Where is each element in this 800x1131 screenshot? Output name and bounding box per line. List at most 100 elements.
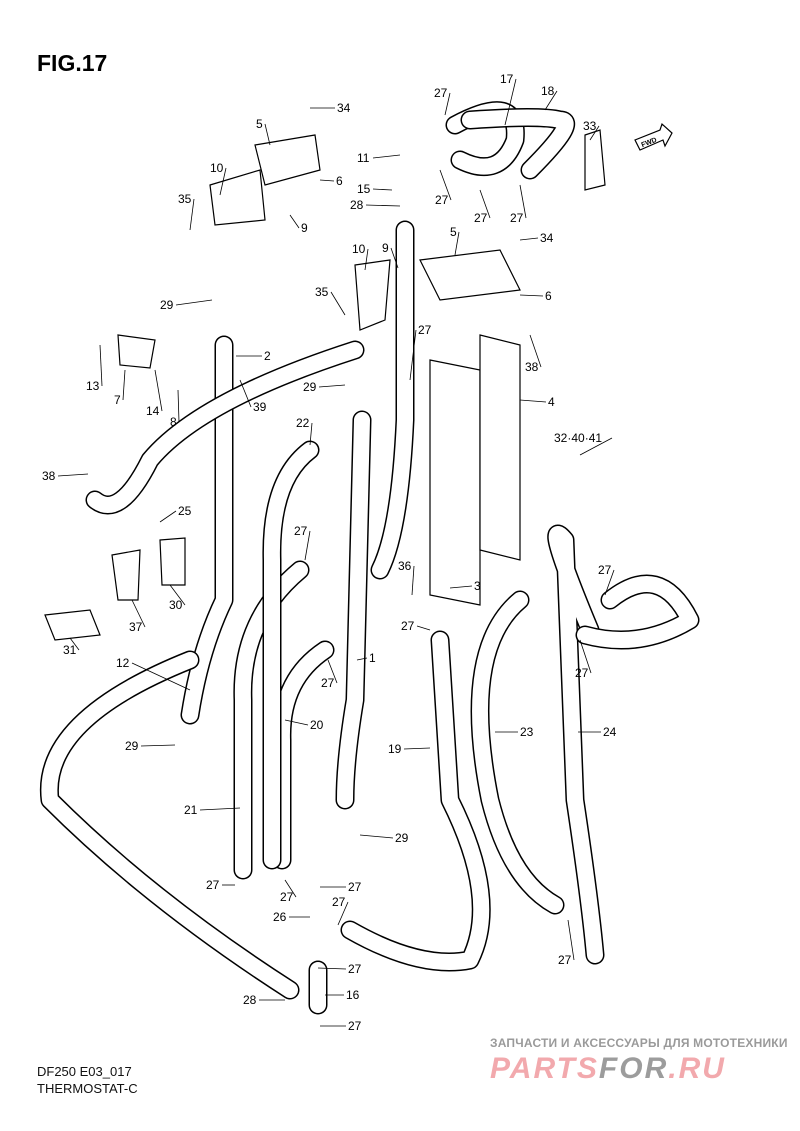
hose-19 xyxy=(340,630,491,972)
leader-line xyxy=(579,437,613,456)
callout-label-29: 29 xyxy=(303,380,317,394)
leader-line xyxy=(175,299,213,306)
clip-37 xyxy=(111,549,141,601)
leader-line xyxy=(416,625,431,631)
callout-label-28: 28 xyxy=(243,993,257,1007)
callout-label-19: 19 xyxy=(388,742,402,756)
leader-line xyxy=(567,919,575,961)
leader-line xyxy=(284,719,309,726)
leader-line xyxy=(154,369,163,412)
callout-label-27: 27 xyxy=(280,890,294,904)
callout-label-38: 38 xyxy=(42,469,56,483)
callout-label-35: 35 xyxy=(315,285,329,299)
callout-label-25: 25 xyxy=(178,504,192,518)
leader-line xyxy=(504,78,517,126)
callout-label-27: 27 xyxy=(294,524,308,538)
callout-label-6: 6 xyxy=(336,174,343,188)
callout-label-35: 35 xyxy=(178,192,192,206)
leader-line xyxy=(390,247,399,269)
leader-line xyxy=(69,637,80,651)
callout-label-10: 10 xyxy=(352,242,366,256)
leader-line xyxy=(289,214,300,229)
leader-line xyxy=(159,510,177,523)
callout-label-29: 29 xyxy=(395,831,409,845)
section-name: THERMOSTAT-C xyxy=(37,1081,138,1096)
callout-label-27: 27 xyxy=(558,953,572,967)
figure-title: FIG.17 xyxy=(37,50,108,76)
leader-line xyxy=(519,399,547,403)
callout-label-34: 34 xyxy=(337,101,351,115)
callout-label-2: 2 xyxy=(264,349,271,363)
leader-line xyxy=(264,123,271,146)
leader-line xyxy=(304,530,311,561)
callout-label-5: 5 xyxy=(256,117,263,131)
callout-label-36: 36 xyxy=(398,559,412,573)
leader-line xyxy=(403,747,431,750)
callout-label-12: 12 xyxy=(116,656,130,670)
callout-label-33: 33 xyxy=(583,119,597,133)
fwd-arrow: FWD xyxy=(634,122,673,151)
leader-line xyxy=(519,184,527,219)
callout-label-20: 20 xyxy=(310,718,324,732)
leader-line xyxy=(479,189,491,219)
callout-label-18: 18 xyxy=(541,84,555,98)
fwd-arrow-icon xyxy=(634,122,673,151)
hose-fill xyxy=(372,222,413,578)
callout-label-30: 30 xyxy=(169,598,183,612)
callout-label-10: 10 xyxy=(210,161,224,175)
callout-label-24: 24 xyxy=(603,725,617,739)
footer: DF250 E03_017 THERMOSTAT-C xyxy=(37,1063,138,1097)
leader-line xyxy=(604,569,615,596)
hose-fill xyxy=(234,562,308,878)
callout-label-16: 16 xyxy=(346,988,360,1002)
leader-line xyxy=(122,369,126,401)
callout-label-21: 21 xyxy=(184,803,198,817)
holder-31 xyxy=(44,609,101,641)
callout-label-29: 29 xyxy=(160,298,174,312)
callout-label-27: 27 xyxy=(434,86,448,100)
leader-line xyxy=(327,659,338,684)
callout-label-29: 29 xyxy=(125,739,139,753)
callout-label-23: 23 xyxy=(520,725,534,739)
leader-line xyxy=(169,584,186,606)
callout-label-37: 37 xyxy=(129,620,143,634)
leader-line xyxy=(177,389,180,423)
callout-label-27: 27 xyxy=(401,619,415,633)
callout-label-27: 27 xyxy=(348,880,362,894)
leader-line xyxy=(189,198,195,231)
thermostat-cover-5b xyxy=(419,249,521,301)
thermostat-housing-10b xyxy=(354,259,391,331)
callout-label-27: 27 xyxy=(321,676,335,690)
leader-line xyxy=(544,90,558,111)
gasket-3 xyxy=(429,359,481,606)
leader-line xyxy=(359,834,394,839)
callout-label-28: 28 xyxy=(350,198,364,212)
hose-fill xyxy=(472,592,563,913)
leader-line xyxy=(519,294,544,297)
leader-line xyxy=(372,188,393,191)
callout-label-26: 26 xyxy=(273,910,287,924)
leader-line xyxy=(219,167,227,196)
callout-label-7: 7 xyxy=(114,393,121,407)
model-code: DF250 E03_017 xyxy=(37,1064,132,1079)
hose-fill xyxy=(263,442,318,868)
leader-line xyxy=(239,379,252,408)
leader-line xyxy=(131,662,191,691)
hoses xyxy=(39,101,700,1015)
callout-label-22: 22 xyxy=(296,416,310,430)
leader-line xyxy=(284,879,297,898)
leader-line xyxy=(330,291,346,316)
leader-line xyxy=(319,179,335,182)
leader-line xyxy=(444,92,451,116)
callout-label-34: 34 xyxy=(540,231,554,245)
callout-label-27: 27 xyxy=(474,211,488,225)
callout-label-8: 8 xyxy=(170,415,177,429)
callout-label-27: 27 xyxy=(510,211,524,225)
leader-line xyxy=(317,967,347,970)
callout-label-9: 9 xyxy=(301,221,308,235)
callout-label-27: 27 xyxy=(348,962,362,976)
leader-line xyxy=(131,599,146,628)
clamp-30 xyxy=(159,537,186,586)
